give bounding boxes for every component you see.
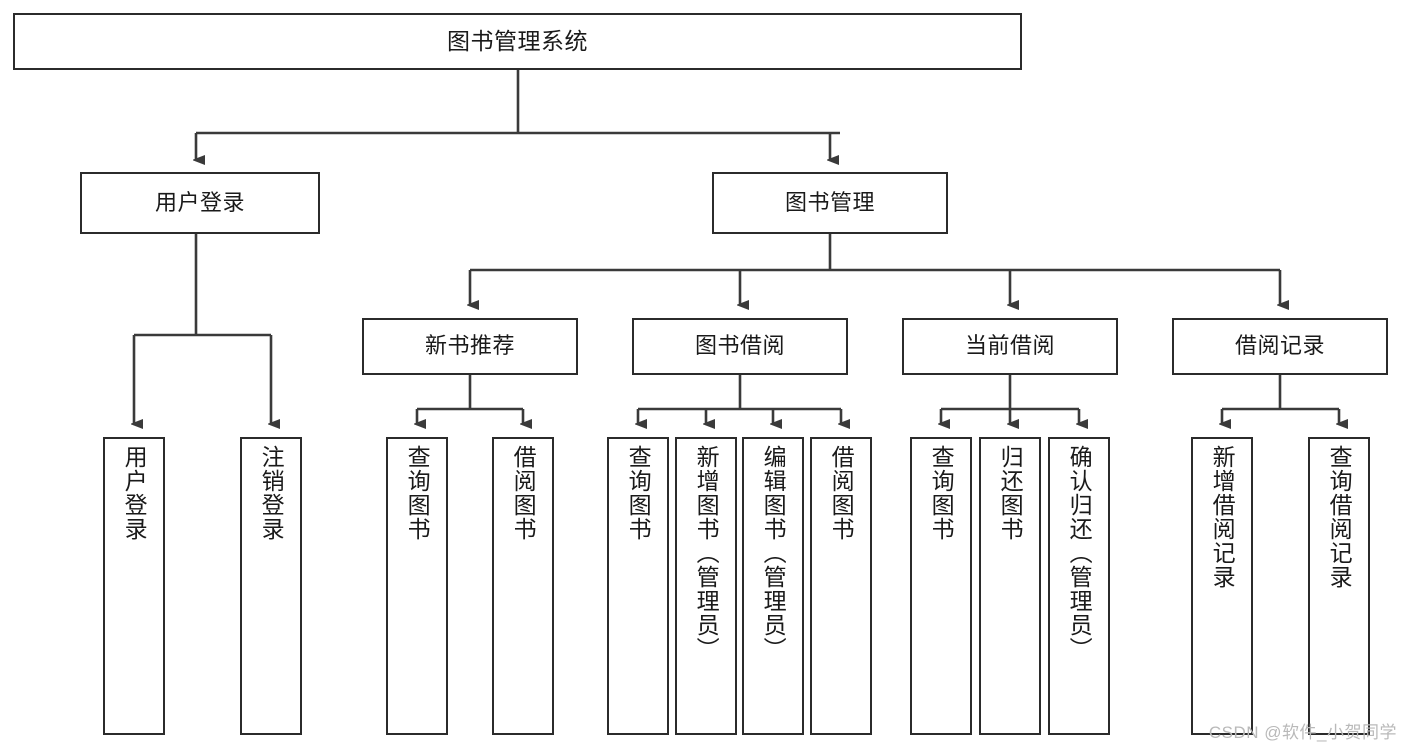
node-leaf-borrow-book-b-label: 借阅图书 [828,445,855,541]
node-leaf-logout[interactable]: 注销登录 [240,437,302,735]
node-leaf-user-login-label: 用户登录 [121,445,148,541]
node-leaf-edit-book-label: 编辑图书（管理员） [760,445,787,661]
node-leaf-confirm-return-label: 确认归还（管理员） [1066,445,1093,661]
node-leaf-borrow-book-b[interactable]: 借阅图书 [810,437,872,735]
node-leaf-query-book-b[interactable]: 查询图书 [607,437,669,735]
node-leaf-add-book-label: 新增图书（管理员） [693,445,720,661]
node-current-borrow-label: 当前借阅 [964,333,1055,359]
node-leaf-borrow-book-a[interactable]: 借阅图书 [492,437,554,735]
node-book-manage-label: 图书管理 [784,189,875,215]
node-leaf-query-record-label: 查询借阅记录 [1326,445,1353,589]
node-leaf-logout-label: 注销登录 [258,445,285,541]
node-leaf-add-record-label: 新增借阅记录 [1209,445,1236,589]
node-leaf-confirm-return[interactable]: 确认归还（管理员） [1048,437,1110,735]
node-leaf-edit-book[interactable]: 编辑图书（管理员） [742,437,804,735]
node-leaf-query-book-b-label: 查询图书 [625,445,652,541]
node-leaf-return-book[interactable]: 归还图书 [979,437,1041,735]
node-borrow-record-label: 借阅记录 [1234,333,1325,359]
node-leaf-query-book-a-label: 查询图书 [404,445,431,541]
node-leaf-query-book-c[interactable]: 查询图书 [910,437,972,735]
node-root-label: 图书管理系统 [447,27,588,54]
node-book-manage[interactable]: 图书管理 [712,172,948,234]
node-user-login-label: 用户登录 [154,189,245,215]
node-leaf-return-book-label: 归还图书 [997,445,1024,541]
node-leaf-user-login[interactable]: 用户登录 [103,437,165,735]
node-root[interactable]: 图书管理系统 [13,13,1022,70]
node-leaf-add-book[interactable]: 新增图书（管理员） [675,437,737,735]
node-borrow-record[interactable]: 借阅记录 [1172,318,1388,375]
node-leaf-query-book-a[interactable]: 查询图书 [386,437,448,735]
node-leaf-add-record[interactable]: 新增借阅记录 [1191,437,1253,735]
node-book-borrow-label: 图书借阅 [694,333,785,359]
node-leaf-query-book-c-label: 查询图书 [928,445,955,541]
node-new-book-recommend[interactable]: 新书推荐 [362,318,578,375]
node-user-login[interactable]: 用户登录 [80,172,320,234]
node-current-borrow[interactable]: 当前借阅 [902,318,1118,375]
node-leaf-query-record[interactable]: 查询借阅记录 [1308,437,1370,735]
node-new-book-recommend-label: 新书推荐 [424,333,515,359]
node-leaf-borrow-book-a-label: 借阅图书 [510,445,537,541]
node-book-borrow[interactable]: 图书借阅 [632,318,848,375]
